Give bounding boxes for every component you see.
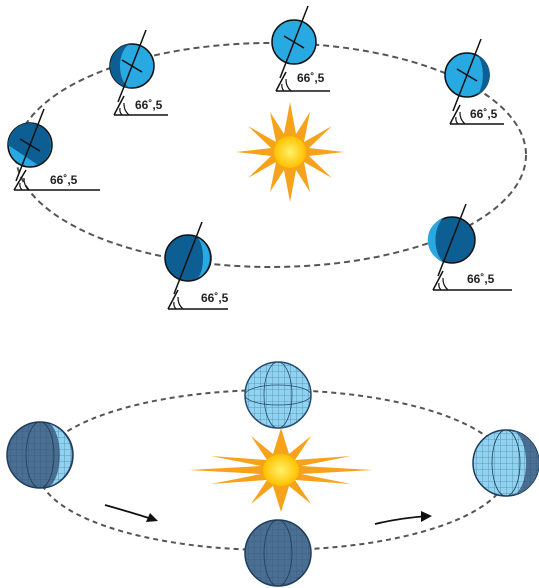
angle-label-upper-right: 66˚,5 (470, 107, 498, 121)
angle-label-top: 66˚,5 (297, 71, 325, 85)
angle-mark-bottom: 66˚,5 (167, 289, 229, 310)
angle-mark-upper-left: 66˚,5 (113, 95, 168, 116)
sun-core (274, 136, 306, 168)
earth-upper-left (109, 29, 155, 103)
arrow-left-icon (104, 504, 158, 522)
globe-bottom (244, 519, 312, 587)
angle-mark-top: 66˚,5 (275, 71, 330, 92)
globe-right (472, 429, 539, 497)
top-panel: 66˚,5 66˚,5 66˚,5 (7, 5, 527, 310)
top-sun (236, 102, 344, 202)
angle-mark-left: 66˚,5 (13, 169, 100, 191)
bottom-panel (6, 361, 539, 587)
sun-core (263, 454, 299, 486)
angle-label-right-lower: 66˚,5 (467, 272, 495, 286)
angle-mark-right-lower: 66˚,5 (432, 270, 512, 291)
angle-label-upper-left: 66˚,5 (135, 98, 163, 112)
earth-bottom (164, 221, 212, 295)
bottom-sun (189, 428, 373, 512)
arrow-right-icon (374, 511, 432, 525)
globe-left (6, 421, 74, 489)
globe-top (244, 361, 312, 429)
top-orbit (15, 42, 527, 268)
angle-label-bottom: 66˚,5 (201, 291, 229, 305)
angle-mark-upper-right: 66˚,5 (449, 104, 504, 125)
earth-right-lower (427, 203, 476, 277)
earth-left (7, 108, 53, 182)
earth-upper-right (444, 38, 490, 112)
angle-label-left: 66˚,5 (50, 173, 78, 187)
earth-top (271, 5, 317, 79)
